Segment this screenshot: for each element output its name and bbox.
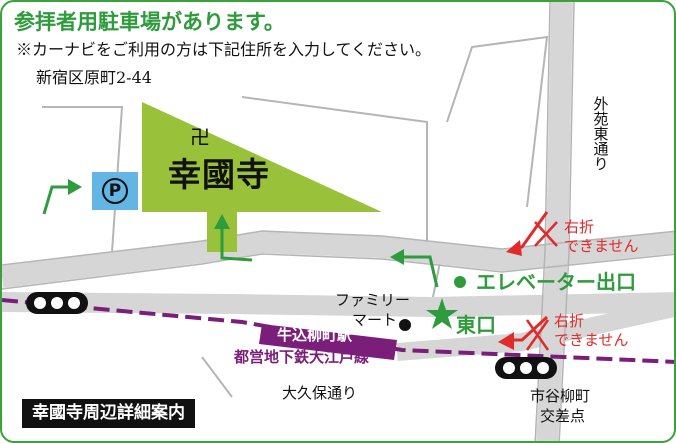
intersection-label-line2: 交差点 [540, 407, 586, 425]
elevator-exit-label: エレベーター出口 [476, 270, 636, 294]
temple-mark-icon: 卍 [190, 125, 210, 149]
familymart-label-line1: ファミリー [335, 291, 411, 309]
route-arrow-to-temple [220, 227, 253, 262]
traffic-signal-east-icon [495, 357, 557, 379]
subway-line-label: 都営地下鉄大江戸線 [234, 348, 370, 366]
road-southeast [396, 298, 674, 361]
traffic-signal-west-icon [26, 292, 88, 314]
arrowhead-icon [214, 214, 230, 229]
familymart-marker-icon [399, 319, 411, 331]
road-edge [2, 253, 674, 290]
road-edge [534, 2, 551, 441]
temple-name: 幸國寺 [168, 155, 270, 194]
block-outline-north [241, 96, 428, 247]
route-arrow-to-parking [42, 185, 68, 215]
road-upper-east-west [2, 231, 674, 288]
no-right-turn-east-icon [498, 315, 550, 351]
east-exit-star-icon [426, 298, 458, 329]
parking-icon: P [102, 178, 128, 204]
route-arrowheads [68, 179, 404, 265]
no-right-turn-label-north-line2: できません [564, 237, 639, 255]
no-right-turn-label-east-line1: 右折 [554, 312, 585, 330]
parking-lot: P [92, 172, 138, 210]
no-right-turn-label-east-line2: できません [554, 331, 629, 349]
road-label-okubo: 大久保通り [282, 384, 358, 402]
station-banner [259, 324, 397, 360]
intersection-label-line1: 市谷柳町 [530, 387, 591, 405]
station-name: 牛込柳町駅 [277, 326, 353, 344]
block-outline-southwest [201, 356, 233, 398]
road-edge [2, 230, 674, 266]
temple-grounds [142, 102, 382, 252]
arrowhead-icon [390, 249, 404, 265]
no-right-turn-label-north-line1: 右折 [564, 218, 595, 236]
arrowhead-icon [68, 179, 82, 195]
no-right-turn-north-icon [506, 211, 558, 256]
elevator-exit-marker-icon [454, 276, 466, 288]
address: 新宿区原町2-44 [36, 68, 152, 87]
parking-headline: 参拝者用駐車場があります。 [14, 10, 285, 34]
road-edge [558, 2, 575, 441]
car-navigation-note: ※カーナビをご利用の方は下記住所を入力してください。 [16, 40, 432, 59]
road-gaien-higashi [536, 2, 573, 441]
route-arrows [42, 185, 439, 288]
familymart-label-line2: マート [352, 311, 398, 329]
route-arrow-from-east-exit [402, 255, 439, 288]
east-exit-label: 東口 [456, 313, 496, 337]
block-outline-northeast [446, 35, 549, 208]
map-title: 幸國寺周辺詳細案内 [22, 399, 195, 428]
road-label-gaien-higashi: 外苑東通り [591, 96, 610, 171]
